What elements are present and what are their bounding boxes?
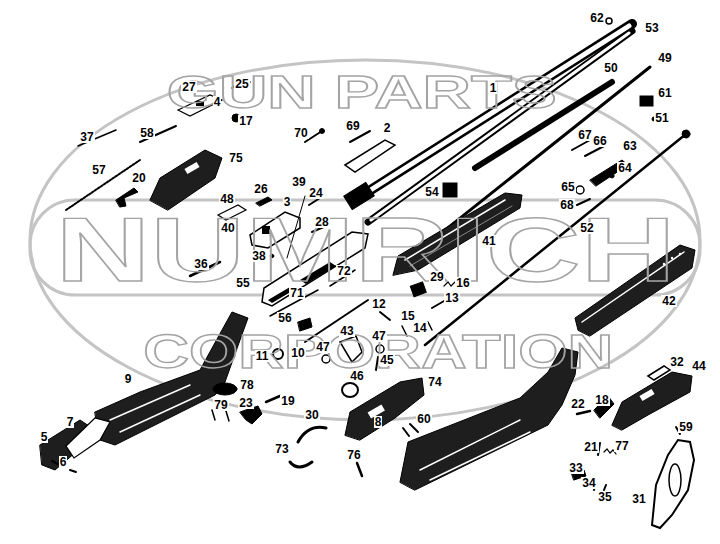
- callout-number: 13: [444, 292, 459, 304]
- callout-number: 66: [592, 135, 607, 147]
- callout-number: 47: [371, 330, 386, 342]
- callout-number: 11: [255, 350, 270, 362]
- callout-number: 67: [577, 129, 592, 141]
- callout-number: 45: [379, 354, 394, 366]
- callout-number: 21: [583, 441, 598, 453]
- callout-number: 31: [631, 493, 646, 505]
- callout-number: 37: [79, 131, 94, 143]
- callout-number: 30: [304, 409, 319, 421]
- callout-number: 26: [253, 183, 268, 195]
- callout-number: 25: [234, 78, 249, 90]
- callout-number: 8: [374, 416, 383, 428]
- callout-number: 28: [314, 216, 329, 228]
- callout-number: 65: [560, 181, 575, 193]
- callout-number: 35: [597, 491, 612, 503]
- callout-number: 63: [622, 140, 637, 152]
- callout-number: 70: [293, 127, 308, 139]
- callout-number: 46: [349, 370, 364, 382]
- callout-number: 3: [283, 196, 292, 208]
- callout-number: 24: [308, 187, 323, 199]
- callout-number: 73: [274, 443, 289, 455]
- callout-number: 22: [570, 398, 585, 410]
- callout-number: 6: [59, 456, 68, 468]
- callout-number: 36: [193, 258, 208, 270]
- callout-number: 60: [416, 413, 431, 425]
- callout-number: 10: [290, 347, 305, 359]
- parts: [40, 18, 695, 528]
- callout-number: 52: [579, 222, 594, 234]
- callout-number: 49: [657, 52, 672, 64]
- callout-number: 72: [336, 265, 351, 277]
- callout-number: 29: [429, 271, 444, 283]
- callout-number: 33: [568, 462, 583, 474]
- callout-number: 78: [239, 379, 254, 391]
- callout-number: 38: [251, 250, 266, 262]
- callout-number: 75: [228, 152, 243, 164]
- callout-number: 17: [238, 115, 253, 127]
- callout-number: 2: [383, 122, 392, 134]
- callout-number: 23: [238, 397, 253, 409]
- callout-number: 61: [657, 87, 672, 99]
- callout-number: 27: [181, 81, 196, 93]
- callout-number: 7: [66, 416, 75, 428]
- callout-number: 77: [614, 440, 629, 452]
- watermark-text: NUMRICH: [55, 205, 675, 295]
- callout-number: 59: [678, 421, 693, 433]
- callout-number: 53: [644, 22, 659, 34]
- callout-number: 54: [424, 186, 439, 198]
- callout-number: 62: [589, 12, 604, 24]
- callout-number: 5: [40, 431, 49, 443]
- callout-number: 39: [291, 176, 306, 188]
- callout-number: 1: [489, 82, 498, 94]
- callout-number: 16: [455, 277, 470, 289]
- callout-number: 14: [412, 322, 427, 334]
- callout-number: 71: [289, 287, 304, 299]
- callout-number: 56: [277, 312, 292, 324]
- callout-number: 42: [661, 295, 676, 307]
- callout-number: 40: [220, 222, 235, 234]
- callout-number: 18: [594, 394, 609, 406]
- callout-number: 50: [603, 62, 618, 74]
- callout-number: 51: [654, 112, 669, 124]
- callout-number: 68: [559, 199, 574, 211]
- callout-number: 20: [131, 172, 146, 184]
- callout-number: 55: [235, 277, 250, 289]
- watermark-text: GUN PARTS: [167, 69, 557, 115]
- callout-number: 76: [346, 449, 361, 461]
- callout-number: 4: [213, 96, 222, 108]
- callout-number: 44: [691, 360, 706, 372]
- callout-number: 57: [91, 164, 106, 176]
- callout-number: 9: [124, 373, 133, 385]
- callout-number: 69: [345, 120, 360, 132]
- watermark-oval: [30, 60, 700, 420]
- callout-number: 58: [139, 127, 154, 139]
- callout-number: 19: [280, 395, 295, 407]
- callout-number: 32: [669, 356, 684, 368]
- callout-number: 41: [481, 235, 496, 247]
- callout-number: 48: [219, 193, 234, 205]
- callout-number: 34: [581, 477, 596, 489]
- callout-number: 47: [315, 341, 330, 353]
- callout-number: 15: [400, 310, 415, 322]
- callout-number: 64: [617, 162, 632, 174]
- callout-number: 74: [427, 376, 442, 388]
- callout-number: 79: [213, 399, 228, 411]
- callout-number: 12: [371, 298, 386, 310]
- callout-number: 43: [339, 325, 354, 337]
